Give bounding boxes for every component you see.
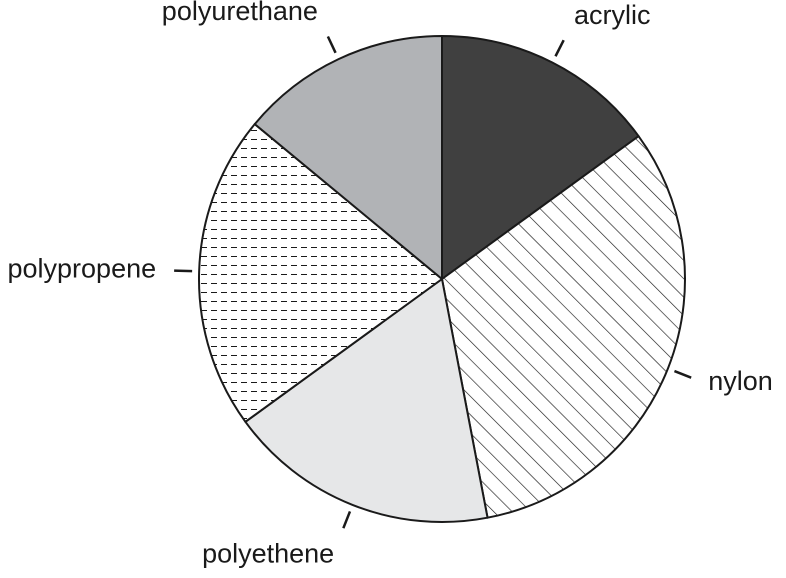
slice-label-polyethene: polyethene [202, 538, 334, 568]
slice-label-polypropene: polypropene [8, 253, 157, 283]
pie-labels: acrylic nylon polyethene polypropene polyure… [8, 0, 773, 568]
leader-line-acrylic [554, 39, 565, 57]
pie-leader-lines [174, 35, 692, 529]
pie-slice-nylon [441, 135, 686, 519]
pie-slice-polypropene [198, 123, 443, 423]
pie-slice-polyethene [244, 278, 489, 523]
slice-label-polyurethane: polyurethane [162, 0, 318, 26]
pie-slices [198, 35, 686, 523]
pie-slice-acrylic [441, 35, 640, 280]
leader-line-polyurethane [326, 35, 337, 54]
pie-slice-polyurethane [253, 35, 443, 280]
leader-line-nylon [673, 369, 692, 379]
leader-line-polyethene [342, 510, 352, 529]
slice-label-nylon: nylon [708, 366, 773, 396]
slice-label-acrylic: acrylic [574, 0, 651, 30]
leader-line-polypropene [174, 269, 193, 273]
